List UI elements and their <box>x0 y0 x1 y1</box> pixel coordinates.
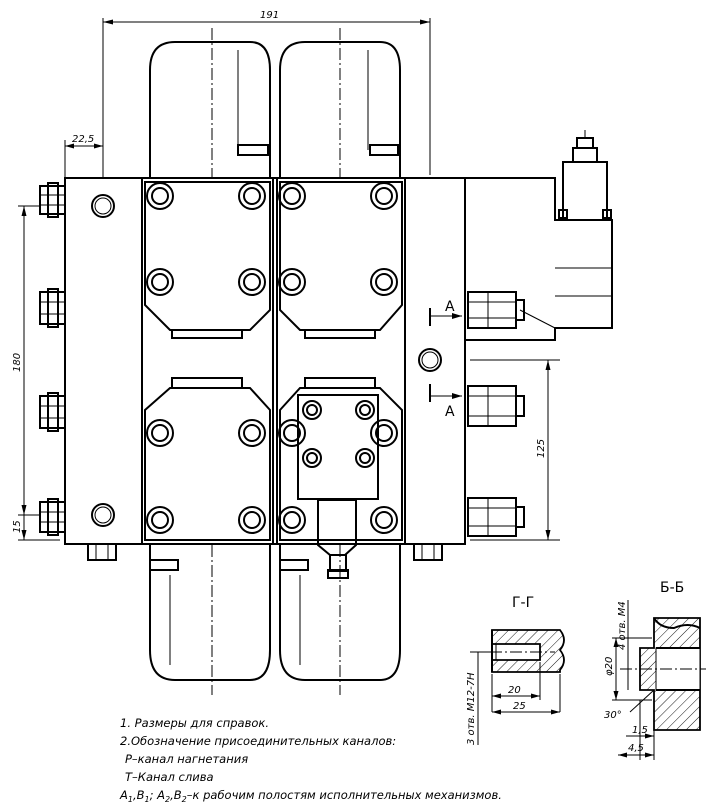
fitting <box>467 385 525 427</box>
section-b-dim-4-5: 4,5 <box>628 743 644 754</box>
note-ab-channels: А1,В1; А2,В2–к рабочим полостям исполнит… <box>119 788 502 804</box>
fitting <box>39 182 66 218</box>
section-b-b: Б-Б φ20 4 отв. М4 30° 1,5 4,5 <box>604 580 706 760</box>
section-g-g-title: Г-Г <box>512 595 534 611</box>
fitting <box>39 498 66 536</box>
bolt <box>146 182 174 210</box>
section-a-top-label: A <box>445 299 455 315</box>
pressure-valve-block <box>465 130 613 341</box>
bolt <box>370 419 398 447</box>
port-holes <box>91 194 442 527</box>
upper-solenoid-right <box>279 28 401 178</box>
right-fittings <box>467 291 525 537</box>
dim-15-label: 15 <box>12 520 23 533</box>
section-a-markers: A A <box>429 299 462 420</box>
fitting <box>39 288 66 328</box>
section-a-bottom-label: A <box>445 404 455 420</box>
lower-solenoid-right <box>279 545 401 695</box>
section-g-dim-20: 20 <box>508 685 521 696</box>
bolt <box>278 268 306 296</box>
bolt <box>355 448 375 468</box>
left-fittings <box>39 182 66 536</box>
note-2: 2.Обозначение присоединительных каналов: <box>120 734 396 748</box>
notes: 1. Размеры для справок. 2.Обозначение пр… <box>119 716 502 804</box>
section-g-g: Г-Г 20 25 3 отв. М12-7Н <box>466 595 565 745</box>
bolt <box>278 419 306 447</box>
section-b-b-title: Б-Б <box>660 580 684 596</box>
bolt <box>278 506 306 534</box>
bolt <box>370 506 398 534</box>
bolt <box>238 419 266 447</box>
bolt <box>146 419 174 447</box>
section-b-phi20: φ20 <box>604 657 615 676</box>
lower-solenoid-left <box>149 545 271 695</box>
section-b-angle: 30° <box>604 710 622 721</box>
dim-125-label: 125 <box>536 439 547 458</box>
section-g-thread-label: 3 отв. М12-7Н <box>466 672 477 745</box>
bolt <box>355 400 375 420</box>
dim-22-5-label: 22,5 <box>72 134 94 145</box>
dim-180-label: 180 <box>12 353 23 372</box>
fitting <box>39 392 66 432</box>
module-bolts <box>146 182 398 534</box>
dimension-125: 125 <box>470 359 560 541</box>
bolt <box>370 182 398 210</box>
bolt <box>302 448 322 468</box>
bolt <box>238 268 266 296</box>
valve-body <box>64 177 466 579</box>
section-b-dim-1-5: 1,5 <box>632 725 648 736</box>
bolt <box>146 268 174 296</box>
fitting <box>467 291 525 329</box>
section-g-dim-25: 25 <box>513 701 526 712</box>
upper-solenoid-left <box>149 28 271 178</box>
dimension-180: 180 <box>12 205 60 541</box>
note-t-channel: Т–Канал слива <box>125 770 214 784</box>
bolt <box>146 506 174 534</box>
bolt <box>370 268 398 296</box>
bolt <box>238 506 266 534</box>
dimension-191: 191 <box>102 10 431 175</box>
fitting <box>467 497 525 537</box>
bolt <box>278 182 306 210</box>
bolt <box>302 400 322 420</box>
dimension-22-5: 22,5 <box>64 134 104 178</box>
bolt <box>238 182 266 210</box>
bottom-fittings <box>87 543 443 561</box>
section-b-holes-label: 4 отв. М4 <box>617 601 628 650</box>
note-p-channel: Р–канал нагнетания <box>125 752 248 766</box>
note-1: 1. Размеры для справок. <box>120 716 269 730</box>
dim-191-label: 191 <box>260 10 279 21</box>
